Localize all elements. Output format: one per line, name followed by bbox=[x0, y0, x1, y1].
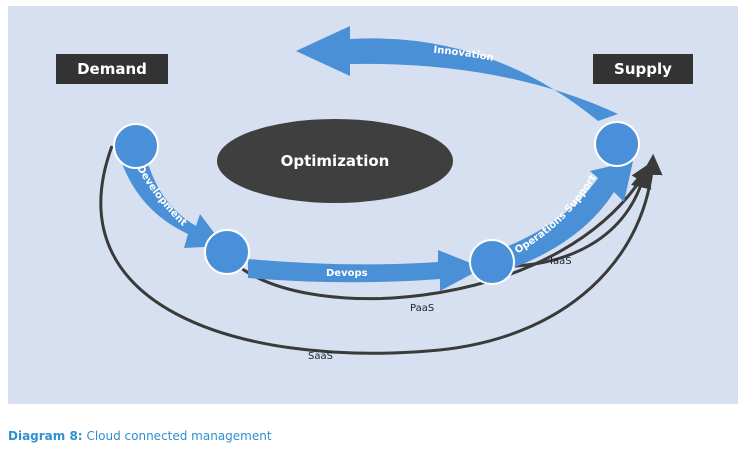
optimization-ellipse bbox=[217, 119, 453, 203]
node-devops-end bbox=[469, 239, 515, 285]
node-demand-start bbox=[113, 123, 159, 169]
operations-support-arrow bbox=[508, 161, 633, 268]
development-arrow bbox=[120, 156, 224, 248]
optimization-label: Optimization bbox=[281, 152, 390, 170]
iaas-label: IaaS bbox=[550, 256, 572, 267]
demand-box bbox=[56, 54, 168, 84]
node-development-end bbox=[204, 229, 250, 275]
cloud-management-diagram: Innovation Development Devops Operations… bbox=[56, 26, 693, 362]
devops-arrow bbox=[248, 250, 483, 291]
diagram-panel: Innovation Development Devops Operations… bbox=[8, 6, 738, 404]
supply-box bbox=[593, 54, 693, 84]
paas-line bbox=[235, 162, 652, 301]
saas-line bbox=[99, 145, 663, 355]
caption-text: Cloud connected management bbox=[86, 429, 272, 443]
devops-label: Devops bbox=[326, 268, 368, 279]
caption-prefix: Diagram 8: bbox=[8, 429, 83, 443]
paas-label: PaaS bbox=[410, 303, 434, 314]
innovation-arrow bbox=[296, 26, 618, 121]
node-supply-end bbox=[594, 121, 640, 167]
supply-label: Supply bbox=[614, 60, 672, 78]
demand-label: Demand bbox=[77, 60, 147, 78]
diagram-caption: Diagram 8: Cloud connected management bbox=[8, 429, 272, 443]
saas-label: SaaS bbox=[308, 351, 333, 362]
